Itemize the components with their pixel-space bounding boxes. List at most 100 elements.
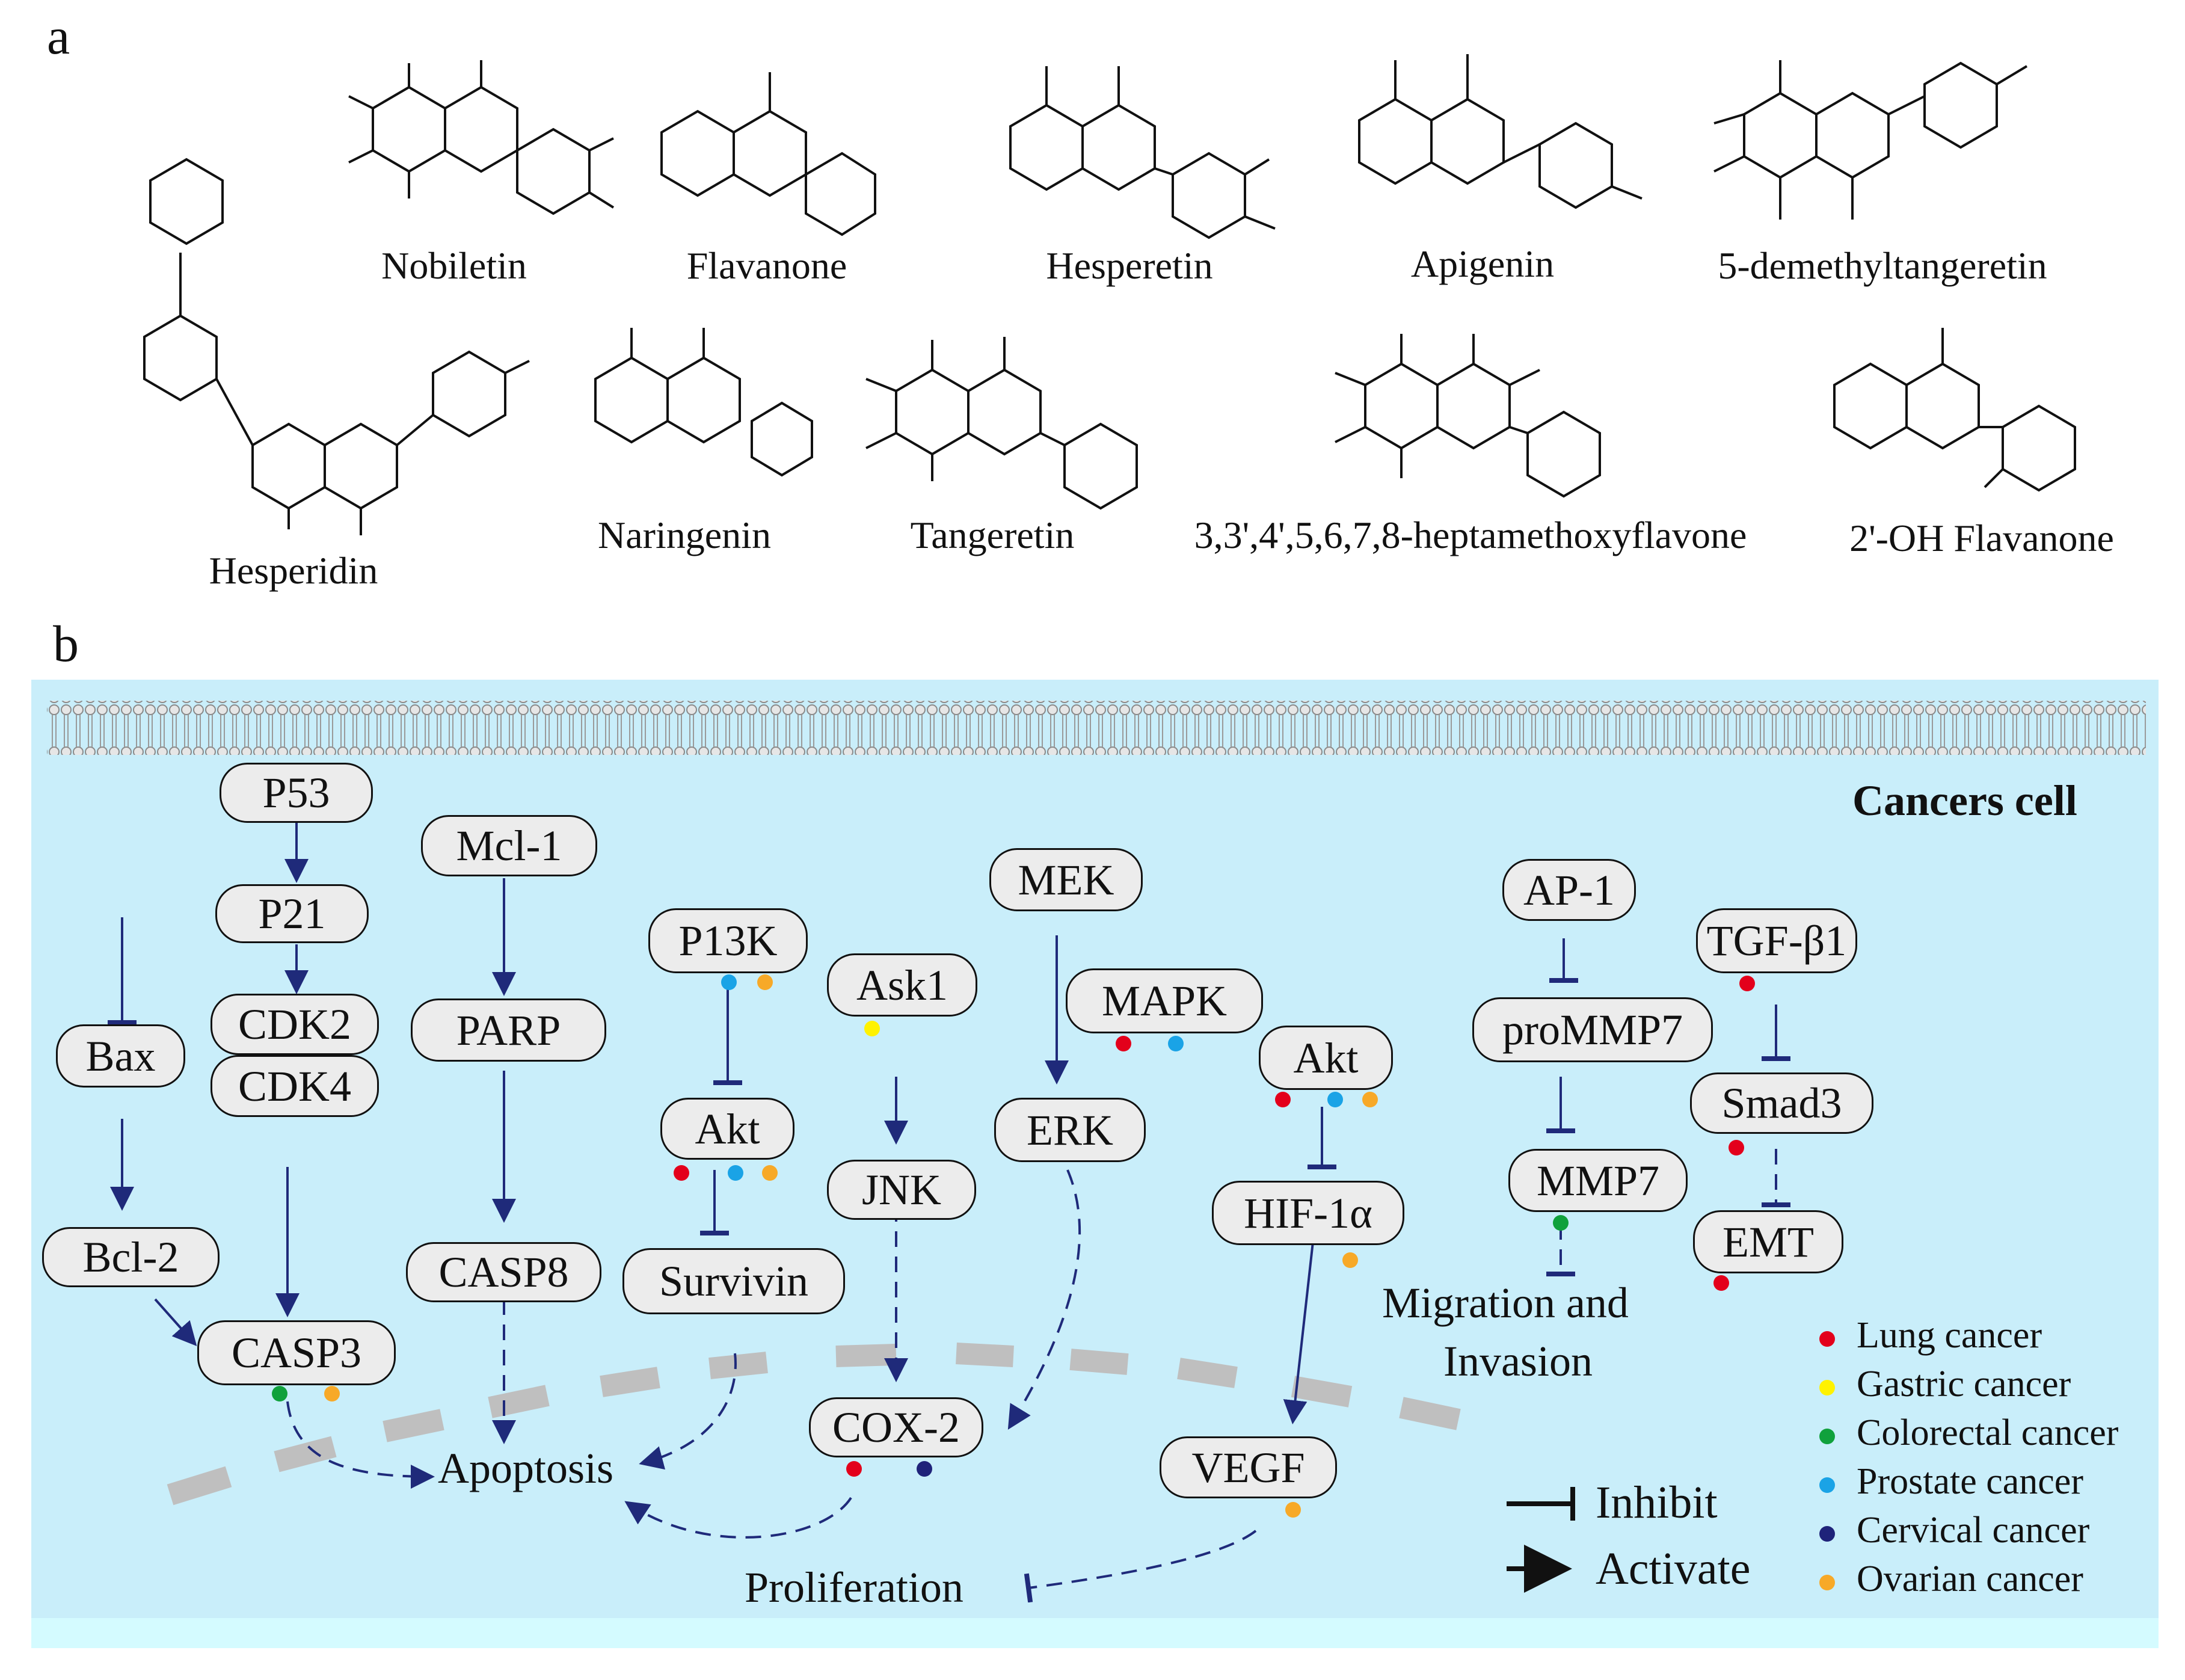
node-mapk: MAPK (1066, 968, 1263, 1033)
node-mmp7: MMP7 (1508, 1149, 1688, 1212)
compound-name-heptamethoxyflavone: 3,3',4',5,6,7,8-heptamethoxyflavone (1194, 514, 1747, 556)
outcome-migration-line1: Migration and (1382, 1279, 1629, 1327)
legend-label: Ovarian cancer (1857, 1558, 2083, 1599)
node-emt: EMT (1693, 1210, 1843, 1273)
node-smad3: Smad3 (1690, 1072, 1873, 1134)
node-cdk4: CDK4 (211, 1055, 379, 1117)
node-mek: MEK (989, 848, 1143, 911)
cell-panel-footer (31, 1618, 2159, 1648)
node-erk: ERK (994, 1098, 1146, 1162)
legend-label: Prostate cancer (1857, 1461, 2083, 1502)
cancer-type-dot (728, 1165, 743, 1181)
key-inhibit-label: Inhibit (1596, 1477, 1718, 1528)
legend-dot (1819, 1477, 1835, 1493)
compound-name-tangeretin: Tangeretin (910, 514, 1075, 556)
panel-label-a: a (47, 7, 70, 65)
cancer-type-dot (917, 1461, 932, 1477)
structure-apigenin (1358, 54, 1643, 209)
cancer-type-dot (721, 974, 737, 990)
node-bax: Bax (56, 1024, 185, 1088)
structure-tangeretin (865, 337, 1138, 510)
node-bcl2: Bcl-2 (42, 1227, 220, 1287)
node-jnk: JNK (827, 1160, 976, 1220)
compound-name-hesperetin: Hesperetin (1046, 244, 1213, 287)
compound-name-hesperidin: Hesperidin (209, 549, 378, 592)
structure-hesperidin (143, 158, 530, 535)
cancer-type-dot (1327, 1092, 1343, 1107)
node-ap1: AP-1 (1502, 859, 1636, 921)
node-hif-1a: HIF-1α (1212, 1181, 1404, 1245)
cancer-type-dot (1713, 1275, 1729, 1291)
outcome-apoptosis: Apoptosis (438, 1444, 614, 1492)
structure-2-oh-flavanone (1833, 328, 2076, 492)
legend-label: Colorectal cancer (1857, 1412, 2119, 1453)
legend-label: Cervical cancer (1857, 1510, 2090, 1551)
cancer-type-dot (762, 1165, 778, 1181)
node-casp3: CASP3 (197, 1320, 396, 1385)
legend-item: Prostate cancer (1819, 1460, 2083, 1503)
legend-item: Ovarian cancer (1819, 1558, 2083, 1601)
structure-heptamethoxyflavone (1335, 334, 1601, 498)
node-survivin: Survivin (622, 1248, 845, 1314)
compound-name-naringenin: Naringenin (598, 514, 771, 556)
legend-dot (1819, 1331, 1835, 1347)
cancer-type-dot (1275, 1092, 1291, 1107)
cell-panel (31, 680, 2159, 1648)
compound-name-5-demethyltangeretin: 5-demethyltangeretin (1718, 244, 2047, 287)
node-p21: P21 (215, 884, 369, 943)
cancer-type-dot (324, 1386, 340, 1402)
compound-name-nobiletin: Nobiletin (381, 244, 527, 287)
node-casp8: CASP8 (406, 1242, 601, 1302)
cancer-type-dot (1342, 1252, 1358, 1268)
node-ask1: Ask1 (827, 953, 977, 1017)
node-vegf: VEGF (1160, 1436, 1337, 1498)
cancer-type-dot (1285, 1502, 1301, 1518)
cancer-type-dot (674, 1165, 689, 1181)
cancer-type-dot (1553, 1215, 1569, 1231)
outcome-migration-line2: Invasion (1443, 1337, 1593, 1385)
node-akt-2: Akt (1259, 1026, 1393, 1090)
cancer-type-dot (1168, 1036, 1184, 1051)
legend-item: Colorectal cancer (1819, 1412, 2118, 1454)
structure-hesperetin (1009, 66, 1276, 239)
structure-5-demethyltangeretin (1713, 60, 2028, 220)
cancer-type-dot (846, 1461, 862, 1477)
node-tgf-b1: TGF-β1 (1696, 908, 1857, 973)
node-p53: P53 (220, 763, 373, 823)
cell-membrane (47, 701, 2146, 755)
legend-dot (1819, 1428, 1835, 1444)
cancer-type-dot (1729, 1140, 1744, 1155)
chemical-structures (143, 54, 2076, 535)
legend-label: Gastric cancer (1857, 1364, 2071, 1405)
boundary-dashes (167, 1343, 1461, 1506)
legend-item: Lung cancer (1819, 1314, 2042, 1357)
node-p13k: P13K (648, 908, 808, 973)
compound-name-apigenin: Apigenin (1410, 242, 1555, 285)
structure-naringenin (594, 328, 813, 477)
legend-dot (1819, 1525, 1835, 1542)
compound-name-2-oh-flavanone: 2'-OH Flavanone (1849, 517, 2114, 559)
node-cox2: COX-2 (809, 1397, 983, 1457)
legend-item: Cervical cancer (1819, 1509, 2089, 1552)
node-cdk2: CDK2 (211, 994, 379, 1055)
node-mcl1: Mcl-1 (421, 815, 597, 876)
cancer-type-dot (1116, 1036, 1131, 1051)
structure-flavanone (660, 72, 876, 236)
cancer-type-dot (864, 1021, 880, 1036)
cancer-type-dot (757, 974, 773, 990)
key-activate-label: Activate (1596, 1543, 1751, 1594)
legend-dot (1819, 1379, 1835, 1395)
node-akt-1: Akt (660, 1098, 794, 1160)
structure-nobiletin (348, 60, 615, 215)
cancer-type-dot (1362, 1092, 1378, 1107)
cancer-type-dot (272, 1386, 287, 1402)
legend-dot (1819, 1574, 1835, 1590)
cancer-type-dot (1739, 976, 1755, 991)
legend-label: Lung cancer (1857, 1315, 2042, 1356)
cell-title: Cancers cell (1852, 777, 2077, 825)
outcome-proliferation: Proliferation (745, 1563, 963, 1611)
node-prommp7: proMMP7 (1472, 997, 1713, 1062)
legend-item: Gastric cancer (1819, 1363, 2071, 1406)
node-parp: PARP (411, 998, 606, 1062)
